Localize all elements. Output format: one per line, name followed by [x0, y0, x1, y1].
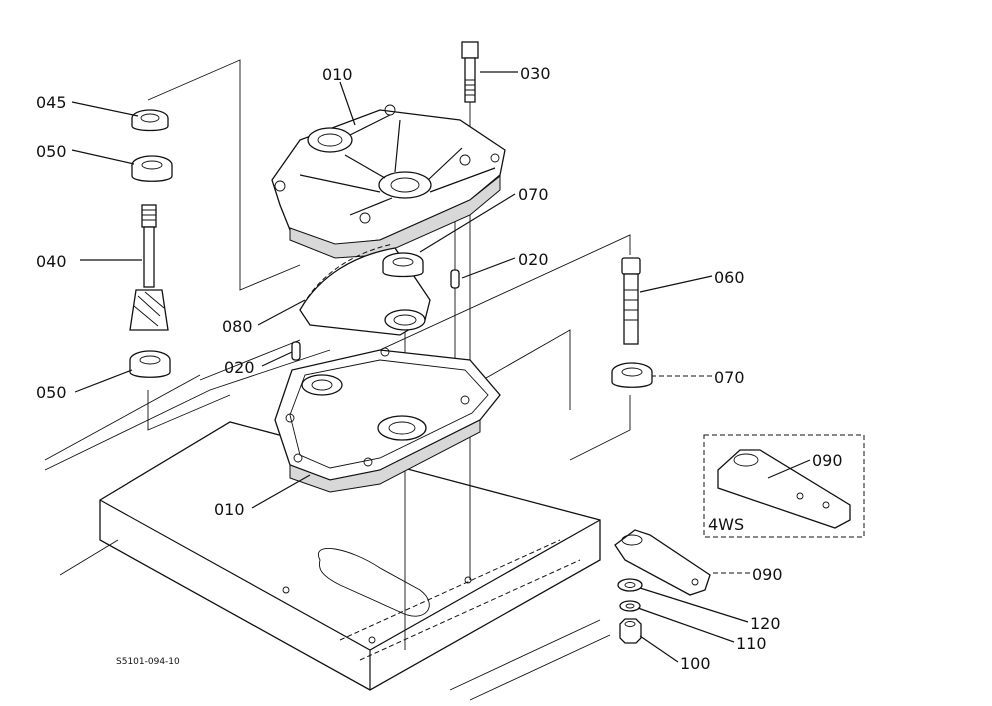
callout-040-pinion-shaft: 040	[36, 252, 67, 271]
bolt-030	[461, 41, 479, 103]
callout-020-right-pin: 020	[518, 250, 549, 269]
callout-090-pitman-arm: 090	[752, 565, 783, 584]
nut-100	[619, 618, 642, 644]
splined-shaft-060	[621, 257, 641, 345]
callout-080-sector-gear: 080	[222, 317, 253, 336]
pitman-arm-090	[614, 529, 711, 596]
callout-020-left-pin: 020	[224, 358, 255, 377]
base-plate	[59, 421, 611, 701]
callout-045-seal: 045	[36, 93, 67, 112]
bearing-050-bottom	[129, 350, 171, 378]
callout-090-inset-arm: 090	[812, 451, 843, 470]
callout-050-top-bearing: 050	[36, 142, 67, 161]
callout-100-nut: 100	[680, 654, 711, 673]
callout-050-bottom-bearing: 050	[36, 383, 67, 402]
lock-washer-110	[619, 600, 641, 612]
callout-010-upper-cover: 010	[322, 65, 353, 84]
callout-110-lock-washer: 110	[736, 634, 767, 653]
dowel-pin-right	[450, 269, 460, 289]
lower-case	[274, 347, 501, 493]
bearing-070-middle	[382, 252, 424, 278]
inset-4ws-box	[703, 434, 865, 538]
leader-lines	[71, 71, 811, 663]
drawing-code: S5101-094-10	[116, 657, 180, 667]
upper-case-cover	[271, 104, 506, 259]
callout-010-lower-case: 010	[214, 500, 245, 519]
bearing-050-top	[131, 155, 173, 182]
dowel-pin-left	[291, 341, 301, 361]
callout-060-splined-shaft: 060	[714, 268, 745, 287]
oil-seal-045	[131, 109, 169, 132]
pinion-shaft-040	[129, 204, 169, 331]
callout-070-middle-bearing: 070	[518, 185, 549, 204]
inset-label-4ws: 4WS	[708, 515, 744, 534]
callout-070-right-bearing: 070	[714, 368, 745, 387]
washer-120	[617, 578, 643, 592]
callout-030-bolt: 030	[520, 64, 551, 83]
bearing-070-right	[611, 362, 653, 388]
callout-120-washer: 120	[750, 614, 781, 633]
